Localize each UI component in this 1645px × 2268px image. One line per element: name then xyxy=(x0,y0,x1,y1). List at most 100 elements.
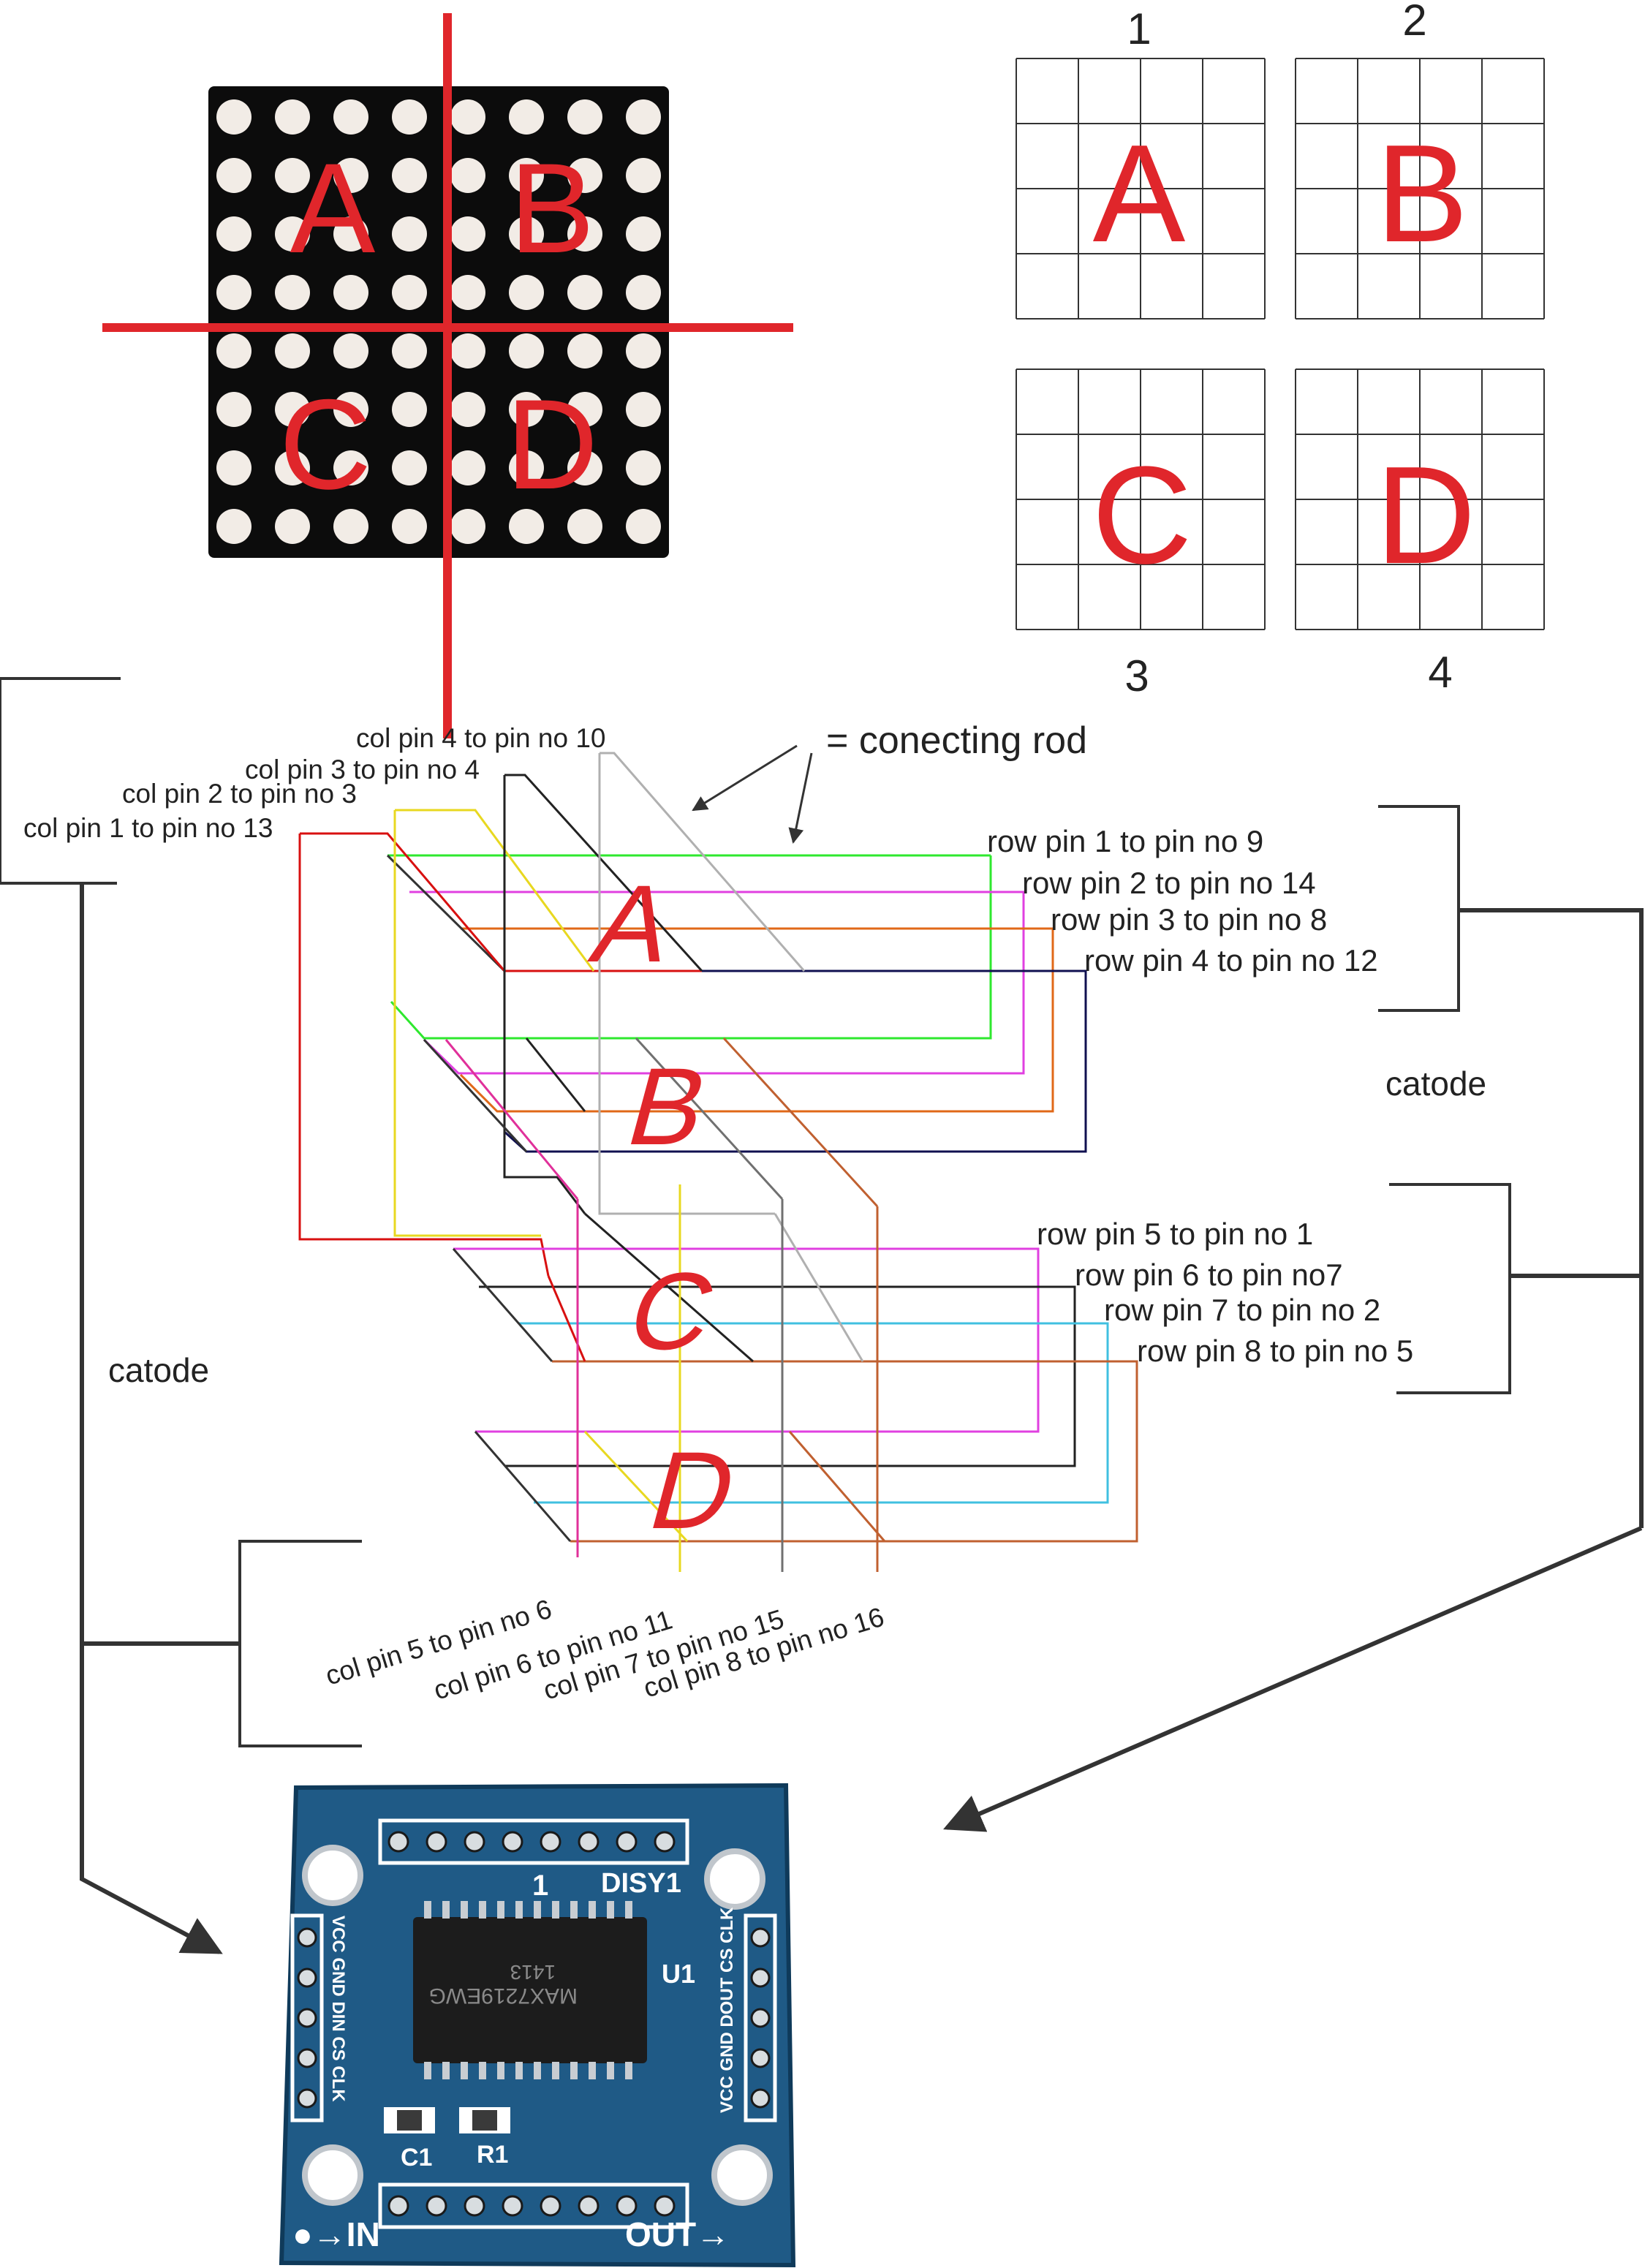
pcb-in-label: ●→IN xyxy=(292,2215,380,2253)
led-dot xyxy=(450,450,485,485)
led-dot xyxy=(392,99,427,135)
led-dot xyxy=(450,275,485,310)
header-pin xyxy=(426,2195,447,2217)
header-pin xyxy=(578,1831,600,1853)
chip-leg xyxy=(515,1901,523,1919)
col-label-3: col pin 3 to pin no 4 xyxy=(245,755,480,785)
col-label-4: col pin 4 to pin no 10 xyxy=(356,723,605,753)
side-pin xyxy=(750,1968,771,1988)
led-dot xyxy=(275,99,310,135)
led-dot xyxy=(216,275,252,310)
layer-b-letter: B xyxy=(616,1046,722,1168)
row-label-3: row pin 3 to pin no 8 xyxy=(1051,902,1327,937)
row-label-4: row pin 4 to pin no 12 xyxy=(1084,943,1378,978)
chip-leg xyxy=(479,2062,486,2079)
led-dot xyxy=(509,99,544,135)
led-dot xyxy=(333,275,368,310)
chip-leg xyxy=(607,2062,614,2079)
led-dot xyxy=(567,450,602,485)
chip-leg xyxy=(424,1901,431,1919)
chip-leg xyxy=(479,1901,486,1919)
quadrant-c-label: C xyxy=(279,374,371,516)
side-pin xyxy=(297,1968,317,1988)
pcb-c1-label: C1 xyxy=(401,2144,432,2171)
layer-a-letter: A xyxy=(581,863,687,985)
quadrant-grids: 1 2 3 4 A B C D xyxy=(1016,0,1545,700)
chip-leg xyxy=(570,1901,578,1919)
led-dot xyxy=(567,509,602,544)
header-pin xyxy=(616,2195,638,2217)
pcb-u1-label: U1 xyxy=(662,1959,695,1989)
led-dot xyxy=(275,333,310,368)
row-label-7: row pin 7 to pin no 2 xyxy=(1104,1293,1380,1327)
led-dot xyxy=(509,158,544,193)
led-dot xyxy=(275,158,310,193)
rod-arrow-2 xyxy=(788,752,813,844)
side-pin xyxy=(297,2048,317,2068)
led-dot xyxy=(626,333,661,368)
layer-c-letter: C xyxy=(616,1250,728,1372)
led-dot xyxy=(333,392,368,427)
chip-leg xyxy=(442,1901,450,1919)
header-pin xyxy=(387,2195,409,2217)
led-dot xyxy=(450,392,485,427)
led-dot xyxy=(392,275,427,310)
led-dot xyxy=(216,158,252,193)
header-pin xyxy=(578,2195,600,2217)
pcb-pin1-label: 1 xyxy=(532,1870,548,1902)
header-pin xyxy=(464,2195,485,2217)
led-dot xyxy=(626,392,661,427)
led-dot xyxy=(626,158,661,193)
led-matrix-photo: A B C D xyxy=(102,13,793,738)
led-dot xyxy=(567,158,602,193)
led-dot xyxy=(392,450,427,485)
led-dot xyxy=(450,158,485,193)
chip-leg xyxy=(497,2062,504,2079)
led-dot xyxy=(275,275,310,310)
led-dot xyxy=(216,333,252,368)
side-pin xyxy=(750,2088,771,2109)
led-dot xyxy=(509,275,544,310)
row-label-8: row pin 8 to pin no 5 xyxy=(1137,1334,1413,1368)
chip-leg xyxy=(552,2062,559,2079)
led-dot xyxy=(509,333,544,368)
led-dot xyxy=(509,216,544,252)
chip-leg xyxy=(534,2062,541,2079)
header-pin xyxy=(616,1831,638,1853)
chip-leg xyxy=(625,1901,632,1919)
grid-number-1: 1 xyxy=(1127,4,1151,53)
led-dot xyxy=(275,216,310,252)
led-dot xyxy=(567,333,602,368)
row-label-6: row pin 6 to pin no7 xyxy=(1075,1258,1343,1292)
chip-leg xyxy=(625,2062,632,2079)
led-dot xyxy=(275,450,310,485)
side-pin xyxy=(297,2008,317,2028)
led-dot xyxy=(626,450,661,485)
pcb-left-pins-label: VCC GND DIN CS CLK xyxy=(328,1916,348,2102)
led-dot xyxy=(333,216,368,252)
led-dot xyxy=(216,99,252,135)
led-dot xyxy=(450,216,485,252)
led-dot xyxy=(626,275,661,310)
chip-leg xyxy=(424,2062,431,2079)
led-dot xyxy=(216,450,252,485)
header-pin xyxy=(540,2195,561,2217)
side-pin xyxy=(750,2048,771,2068)
led-dot xyxy=(216,216,252,252)
led-dot xyxy=(392,333,427,368)
header-pin xyxy=(464,1831,485,1853)
grid-letter-c: C xyxy=(1092,438,1192,593)
led-dot xyxy=(333,333,368,368)
led-dot xyxy=(567,216,602,252)
wiring-layers xyxy=(298,752,1138,1572)
header-pin xyxy=(387,1831,409,1853)
quadrant-b-label: B xyxy=(510,137,595,280)
header-pin xyxy=(502,1831,523,1853)
led-dot xyxy=(450,509,485,544)
pcb-right-pins-label: VCC GND DOUT CS CLK xyxy=(717,1907,737,2113)
header-pin xyxy=(540,1831,561,1853)
led-dot xyxy=(392,158,427,193)
led-dot xyxy=(392,392,427,427)
header-pin xyxy=(654,1831,676,1853)
